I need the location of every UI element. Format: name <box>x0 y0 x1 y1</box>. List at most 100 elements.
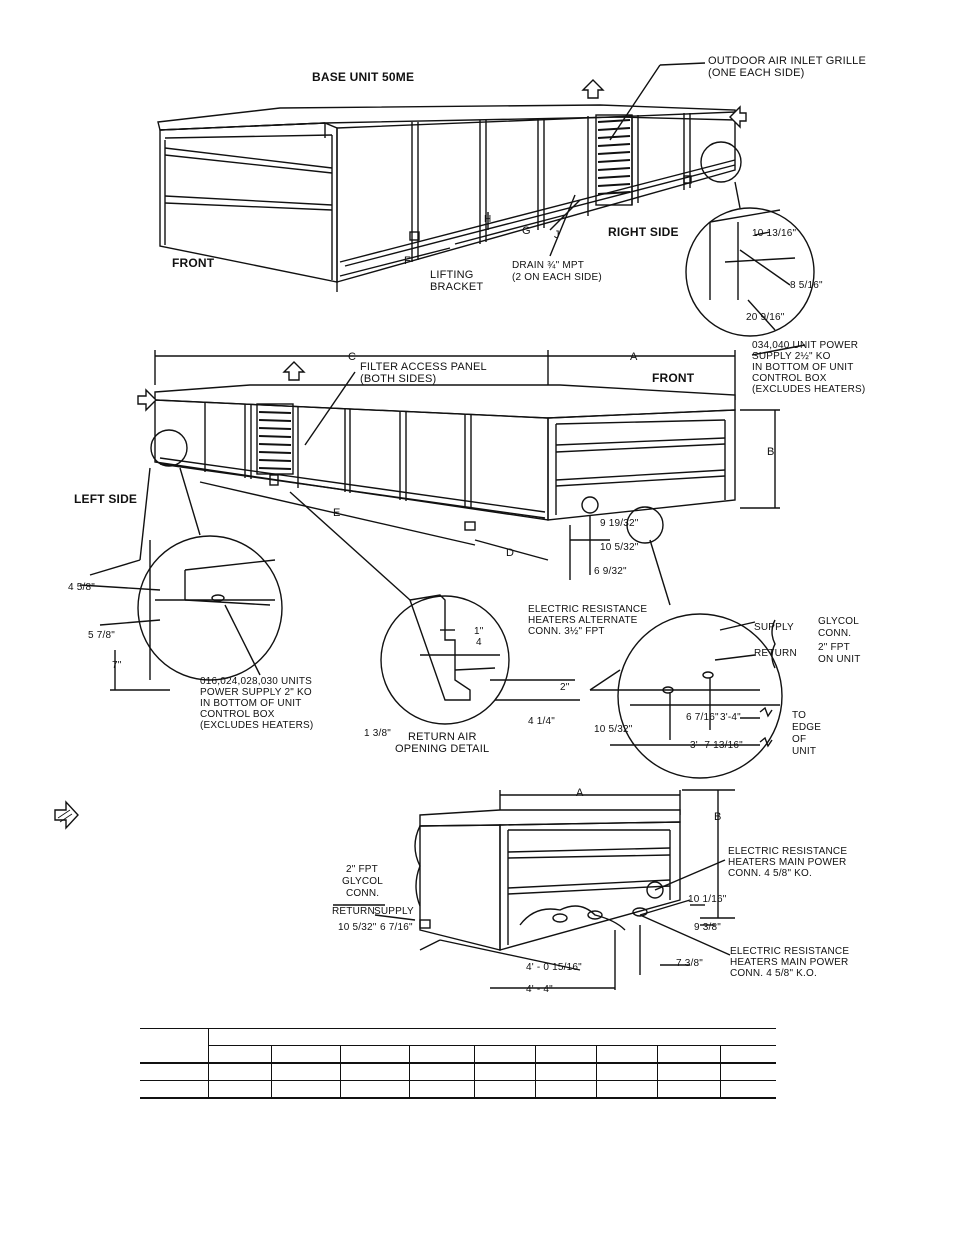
main-power-b-2: HEATERS MAIN POWER <box>730 957 849 968</box>
glycol-detail <box>589 539 783 779</box>
glycol-dim-2: 6 7/16" <box>686 712 719 723</box>
front-label-2: FRONT <box>652 371 695 385</box>
dim-j: J <box>554 229 560 241</box>
return-detail <box>289 491 580 725</box>
lifting-label: LIFTING <box>430 269 474 281</box>
table-header-cell <box>208 1028 776 1046</box>
table-cell <box>271 1080 341 1099</box>
table-header-cell <box>140 1045 209 1064</box>
units-note-1: 016,024,028,030 UNITS <box>200 676 313 687</box>
table-subheader-row <box>140 1045 776 1064</box>
table-cell <box>720 1080 776 1099</box>
table-cell <box>474 1063 536 1081</box>
bottom-dim-1: 10 5/32" <box>338 922 377 933</box>
table-header-cell <box>720 1045 776 1064</box>
bottom-glycol-2: GLYCOL <box>342 876 384 887</box>
table-cell <box>535 1063 597 1081</box>
table-cell <box>208 1080 272 1099</box>
table-cell <box>474 1080 536 1099</box>
bottom-unit-view <box>54 789 735 990</box>
power-note-1: 034,040 UNIT POWER <box>752 340 859 351</box>
units-note-4: CONTROL BOX <box>200 709 275 720</box>
main-power-b-3: CONN. 4 5/8" K.O. <box>730 968 817 979</box>
bottom-dim-a: A <box>576 787 584 799</box>
drain-label: DRAIN ¾" MPT <box>512 260 585 271</box>
return-dim-1: 1" <box>474 626 484 637</box>
front-dim-3: 6 9/32" <box>594 566 627 577</box>
detail-dim-2: 8 5/16" <box>790 280 823 291</box>
table-header-cell <box>409 1045 475 1064</box>
glycol-supply: SUPPLY <box>754 622 794 633</box>
table-cell <box>340 1063 410 1081</box>
bottom-glycol-3: CONN. <box>346 888 380 899</box>
table-header-cell <box>271 1045 341 1064</box>
glycol-conn-2: CONN. <box>818 628 852 639</box>
filter-note: (BOTH SIDES) <box>360 373 437 385</box>
bottom-supply: SUPPLY <box>374 906 414 917</box>
table-header-cell <box>340 1045 410 1064</box>
table-cell <box>596 1080 658 1099</box>
drain-note: (2 ON EACH SIDE) <box>512 272 602 283</box>
glycol-return: RETURN <box>754 648 797 659</box>
outdoor-grille-label: OUTDOOR AIR INLET GRILLE <box>708 55 867 67</box>
units-note-2: POWER SUPPLY 2" KO <box>200 687 312 698</box>
table-header-cell <box>657 1045 721 1064</box>
return-label-2: OPENING DETAIL <box>395 743 490 755</box>
glycol-dim-4: 3'- 7 13/16" <box>690 740 743 751</box>
table-cell <box>140 1080 209 1099</box>
power-note-5: (EXCLUDES HEATERS) <box>752 384 866 395</box>
left-side-label: LEFT SIDE <box>74 492 138 506</box>
main-power-a-3: CONN. 4 5/8" KO. <box>728 868 812 879</box>
units-note-3: IN BOTTOM OF UNIT <box>200 698 302 709</box>
detail-dim-1: 10 13/16" <box>752 228 797 239</box>
edge-label-2: EDGE <box>792 722 822 733</box>
glycol-conn-3: 2" FPT <box>818 642 850 653</box>
heaters-alt-1: ELECTRIC RESISTANCE <box>528 604 648 615</box>
front-label: FRONT <box>172 256 215 270</box>
dimensions-table <box>140 1028 776 1099</box>
dim-h: H <box>484 214 492 225</box>
table-header-cell <box>535 1045 597 1064</box>
glycol-dim-1: 10 5/32" <box>594 724 633 735</box>
filter-label: FILTER ACCESS PANEL <box>360 361 487 373</box>
table-header-row <box>140 1028 776 1046</box>
glycol-conn-4: ON UNIT <box>818 654 861 665</box>
bottom-return: RETURN <box>332 906 375 917</box>
glycol-dim-3: 3'-4" <box>720 712 741 723</box>
edge-label-1: TO <box>792 710 807 721</box>
right-side-label: RIGHT SIDE <box>608 225 679 239</box>
table-row <box>140 1080 776 1099</box>
dim-g: G <box>522 225 531 237</box>
table-cell <box>409 1080 475 1099</box>
table-header-cell <box>140 1028 209 1046</box>
dim-f: F <box>404 255 411 267</box>
base-unit-view <box>157 62 815 337</box>
bottom-dim-7: 10 1/16" <box>688 894 727 905</box>
heaters-alt-2: HEATERS ALTERNATE <box>528 615 638 626</box>
table-cell <box>596 1063 658 1081</box>
units-note-5: (EXCLUDES HEATERS) <box>200 720 314 731</box>
front-dim-1: 9 19/32" <box>600 518 639 529</box>
dim-d: D <box>506 547 515 559</box>
edge-label-4: UNIT <box>792 746 817 757</box>
bottom-dim-4: 4' - 4" <box>526 984 553 995</box>
edge-label-3: OF <box>792 734 807 745</box>
table-cell <box>657 1063 721 1081</box>
left-detail-dim-2: 5 7/8" <box>88 630 115 641</box>
table-header-cell <box>208 1045 272 1064</box>
bracket-label: BRACKET <box>430 281 484 293</box>
dim-a: A <box>630 351 638 363</box>
front-dim-2: 10 5/32" <box>600 542 639 553</box>
outdoor-grille-note: (ONE EACH SIDE) <box>708 67 805 79</box>
table-cell <box>271 1063 341 1081</box>
left-detail <box>79 467 283 691</box>
dim-b: B <box>767 446 775 458</box>
return-dim-4: 1 3/8" <box>364 728 391 739</box>
bottom-dim-5: 7 3/8" <box>676 958 703 969</box>
main-power-b-1: ELECTRIC RESISTANCE <box>730 946 850 957</box>
return-dim-1b: 4 <box>476 637 482 648</box>
power-note-2: SUPPLY 2½" KO <box>752 351 831 362</box>
left-detail-dim-1: 4 5/8" <box>68 582 95 593</box>
table-cell <box>208 1063 272 1081</box>
